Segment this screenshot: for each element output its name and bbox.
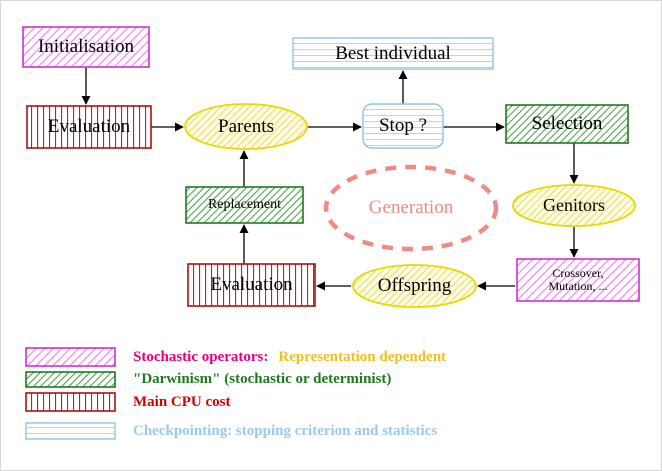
node-shape-initialisation[interactable] (22, 26, 150, 68)
legend-cpu-part-0: Main CPU cost (133, 393, 231, 410)
node-shape-best_individual[interactable] (292, 37, 494, 70)
legend-stochastic-part-1: Representation dependent (278, 348, 447, 365)
legend-swatch-magenta-diag (25, 347, 116, 367)
node-shape-offspring[interactable] (352, 264, 477, 308)
node-shape-selection[interactable] (505, 104, 629, 144)
node-shape-stop[interactable] (362, 103, 444, 149)
legend-swatch-blue-horiz (25, 422, 116, 440)
node-shape-evaluation_top[interactable] (26, 105, 152, 149)
node-shape-generation[interactable] (323, 164, 499, 252)
node-shape-replacement[interactable] (185, 186, 304, 224)
legend-checkpointing: Checkpointing: stopping criterion and st… (133, 420, 437, 442)
edges-group (81, 67, 579, 291)
node-shape-parents[interactable] (184, 103, 308, 150)
legend-swatches (25, 347, 116, 440)
legend-stochastic-part-0: Stochastic operators: (133, 348, 269, 365)
legend-stochastic: Stochastic operators: Representation depe… (133, 345, 446, 369)
legend-swatch-red-vert (25, 392, 116, 412)
legend-darwinism-part-0: "Darwinism" (stochastic or determinist) (133, 371, 392, 387)
legend-swatch-green-diag (25, 371, 116, 388)
legend-cpu: Main CPU cost (133, 390, 231, 414)
legend-darwinism: "Darwinism" (stochastic or determinist) (133, 369, 391, 390)
node-shape-crossover[interactable] (516, 258, 640, 302)
node-shape-genitors[interactable] (512, 184, 636, 227)
node-shape-evaluation_bot[interactable] (187, 263, 316, 307)
legend-checkpointing-part-0: Checkpointing: stopping criterion and st… (133, 422, 438, 439)
nodes-group (22, 26, 640, 308)
